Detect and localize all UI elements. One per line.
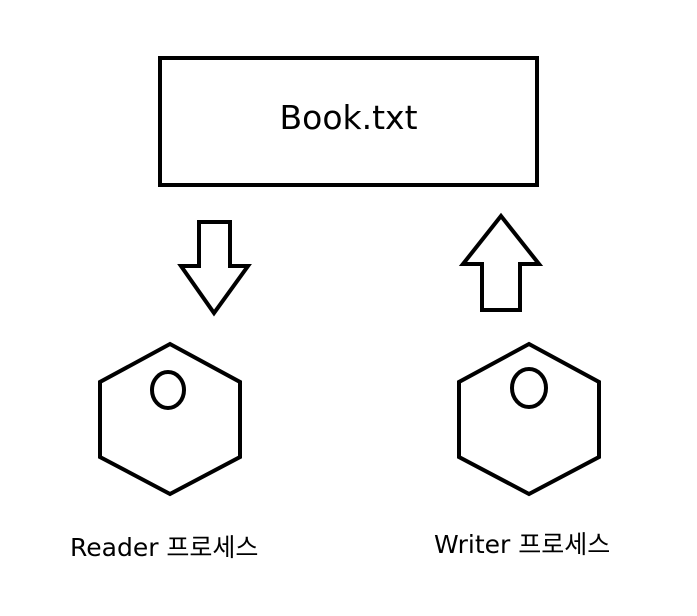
writer-process-node [457,341,601,497]
writer-process-label: Writer 프로세스 [434,530,611,559]
reader-process-node [98,341,242,497]
file-box [158,56,539,187]
read-arrow-down-icon [177,220,252,317]
reader-hexagon-icon [98,341,242,497]
write-arrow-up-icon [458,212,544,312]
writer-circle-icon [510,367,548,409]
reader-process-label: Reader 프로세스 [70,533,259,562]
file-name-label: Book.txt [279,98,418,137]
reader-circle-icon [150,370,186,410]
writer-hexagon-icon [457,341,601,497]
